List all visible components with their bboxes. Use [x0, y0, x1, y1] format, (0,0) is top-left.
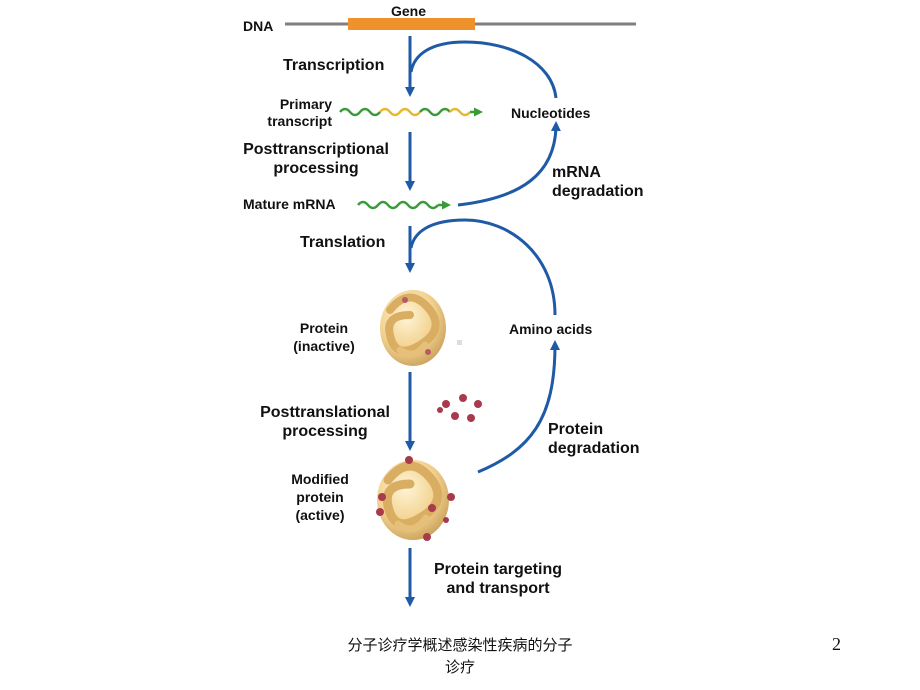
mrna-degradation-label: mRNA degradation: [552, 163, 644, 201]
primary-transcript-line1: Primary: [279, 96, 332, 112]
primary-transcript-rna: [339, 107, 483, 117]
protein-degradation-line2: degradation: [548, 440, 640, 457]
gene-box: [348, 18, 475, 30]
modified-protein-line1: Modified: [291, 471, 349, 487]
protein-degradation-label: Protein degradation: [548, 420, 640, 458]
posttranscriptional-line1: Posttranscriptional: [243, 141, 389, 158]
posttranscriptional-label: Posttranscriptional processing: [228, 140, 404, 178]
transcription-label: Transcription: [283, 57, 385, 74]
modified-protein-line2: protein: [296, 489, 344, 505]
primary-transcript-line2: transcript: [267, 113, 332, 129]
page-number: 2: [832, 634, 841, 654]
protein-inactive-label: Protein (inactive): [278, 319, 370, 355]
nucleotide-recycle-arrow: [409, 40, 558, 99]
modified-protein-label: Modified protein (active): [280, 470, 360, 524]
protein-targeting-line2: and transport: [446, 580, 550, 597]
caption-line1: 分子诊疗学概述感染性疾病的分子: [347, 636, 573, 654]
inactive-protein-structure: [380, 290, 446, 366]
posttranslational-line1: Posttranslational: [260, 404, 390, 421]
nucleotides-label: Nucleotides: [511, 105, 591, 121]
protein-inactive-line1: Protein: [299, 320, 349, 336]
amino-acid-recycle-arrow: [409, 218, 557, 316]
small-marker: [457, 340, 462, 345]
primary-transcript-label: Primary transcript: [252, 96, 332, 130]
caption-line2: 诊疗: [444, 658, 475, 676]
mrna-degradation-arrow: [457, 121, 561, 207]
modified-protein-line3: (active): [295, 507, 345, 523]
translation-label: Translation: [300, 234, 386, 251]
protein-degradation-arrow: [477, 340, 560, 474]
amino-acids-label: Amino acids: [509, 321, 593, 337]
protein-targeting-label: Protein targeting and transport: [418, 560, 578, 598]
gene-label: Gene: [391, 3, 427, 19]
posttranslational-line2: processing: [282, 423, 368, 440]
protein-targeting-line1: Protein targeting: [433, 561, 562, 578]
posttranscriptional-line2: processing: [273, 160, 359, 177]
mature-mrna-rna: [357, 200, 451, 210]
modification-groups: [437, 394, 482, 422]
protein-inactive-line2: (inactive): [293, 338, 355, 354]
mature-mrna-label: Mature mRNA: [243, 196, 336, 212]
modified-protein-structure: [376, 456, 455, 541]
protein-degradation-line1: Protein: [548, 421, 604, 438]
dna-label: DNA: [243, 18, 274, 34]
mrna-degradation-line2: degradation: [552, 183, 644, 200]
posttranslational-label: Posttranslational processing: [244, 403, 406, 441]
slide-caption: 分子诊疗学概述感染性疾病的分子 诊疗: [300, 634, 620, 678]
mrna-degradation-line1: mRNA: [552, 164, 601, 181]
